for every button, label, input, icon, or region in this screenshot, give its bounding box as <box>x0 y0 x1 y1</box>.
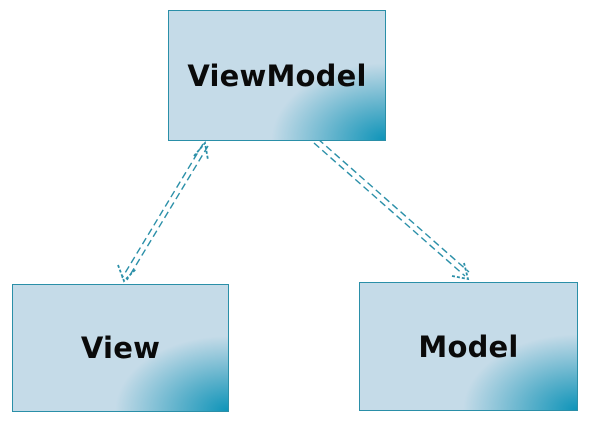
arrowhead-model-icon <box>451 262 470 281</box>
viewmodel-box: ViewModel <box>168 10 386 141</box>
arrowhead-bottom-icon <box>117 264 137 283</box>
viewmodel-label: ViewModel <box>187 58 367 93</box>
arrowhead-top-icon <box>193 140 209 161</box>
edge-viewmodel-model <box>313 138 470 281</box>
view-label: View <box>80 331 161 365</box>
model-box: Model <box>359 282 578 411</box>
model-label: Model <box>418 329 519 364</box>
view-box: View <box>12 284 229 412</box>
edge-viewmodel-view <box>117 140 209 283</box>
